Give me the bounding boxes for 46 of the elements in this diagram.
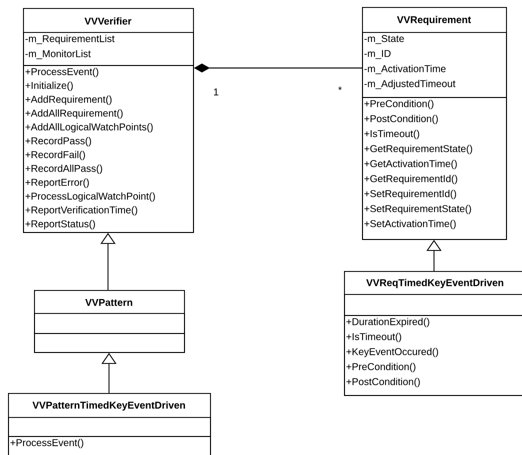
method-text: +GetActivationTime()	[364, 160, 457, 170]
method-text: +ProcessEvent()	[10, 438, 84, 448]
attribute-text: -m_MonitorList	[25, 50, 91, 60]
method-text: +DurationExpired()	[346, 318, 430, 328]
compartment	[344, 315, 522, 396]
multiplicity-label: *	[338, 86, 342, 90]
method-text: +AddRequirement()	[25, 96, 112, 105]
method-text: +KeyEventOccured()	[346, 348, 438, 358]
compartment	[362, 32, 507, 98]
method-text: +ReportError()	[25, 178, 89, 188]
method-text: +RecordPass()	[25, 137, 92, 146]
compartment	[8, 436, 211, 455]
method-text: +AddAllRequirement()	[25, 109, 123, 119]
compartment	[23, 65, 194, 233]
method-text: +SetRequirementState()	[364, 204, 472, 214]
compartment	[23, 32, 194, 66]
class-box: VVPattern	[34, 290, 185, 353]
empty-compartment	[34, 333, 185, 353]
empty-compartment	[8, 417, 211, 437]
method-text: +RecordAllPass()	[25, 164, 102, 174]
attribute-text: -m_State	[364, 35, 404, 44]
compartment	[362, 97, 507, 240]
method-text: +Initialize()	[25, 82, 73, 91]
method-text: +SetActivationTime()	[364, 220, 456, 230]
attribute-text: -m_AdjustedTimeout	[364, 80, 456, 90]
method-text: +PreCondition()	[346, 362, 416, 372]
method-text: +RecordFail()	[25, 150, 85, 160]
method-text: +PreCondition()	[364, 100, 434, 110]
empty-compartment	[344, 294, 522, 316]
method-text: +IsTimeout()	[364, 130, 420, 140]
method-text: +PostCondition()	[346, 378, 420, 388]
method-text: +AddAllLogicalWatchPoints()	[25, 123, 153, 132]
attribute-text: -m_ActivationTime	[364, 64, 446, 74]
attribute-text: -m_RequirementList	[25, 34, 115, 44]
method-text: +GetRequirementId()	[364, 174, 458, 184]
method-text: +SetRequirementId()	[364, 190, 456, 200]
method-text: +ProcessLogicalWatchPoint()	[25, 192, 155, 202]
method-text: +PostCondition()	[364, 114, 438, 124]
method-text: +ProcessEvent()	[25, 68, 98, 78]
method-text: +GetRequirementState()	[364, 144, 472, 154]
method-text: +ReportStatus()	[25, 220, 95, 230]
attribute-text: -m_ID	[364, 50, 391, 59]
method-text: +ReportVerificationTime()	[25, 206, 138, 216]
multiplicity-label: 1	[214, 88, 218, 96]
empty-compartment	[34, 313, 185, 334]
method-text: +IsTimeout()	[346, 332, 402, 342]
